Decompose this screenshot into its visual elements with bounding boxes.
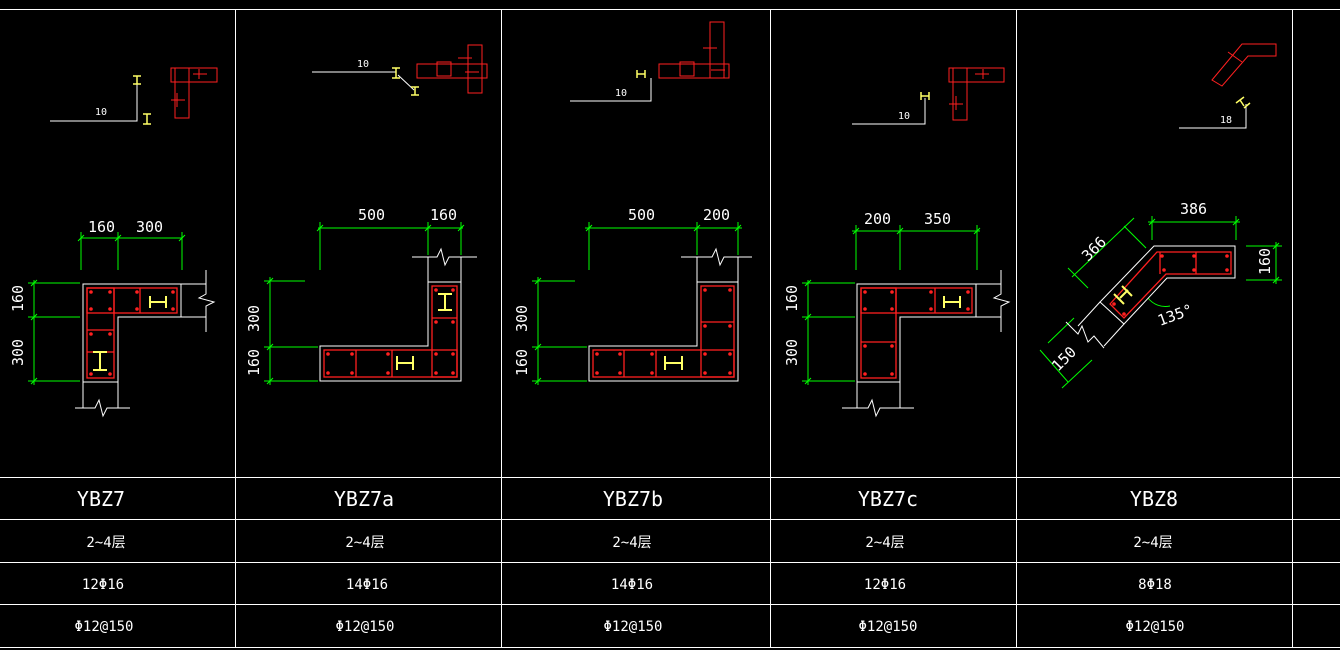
column-name-3: YBZ7b <box>603 487 663 511</box>
steel-section-icon <box>392 67 419 96</box>
wall-break-lines <box>75 270 216 418</box>
dim-top-4a: 200 <box>864 210 891 228</box>
dim-side-5: 160 <box>1256 248 1274 275</box>
dim-diag-5b: 150 <box>1048 343 1080 375</box>
detail-dim-1: 10 <box>95 107 107 118</box>
dim-top-1b: 300 <box>136 218 163 236</box>
dimension-lines <box>802 225 981 385</box>
detail-dim-5: 18 <box>1220 115 1232 126</box>
column-name-2: YBZ7a <box>334 487 394 511</box>
dim-top-3b: 200 <box>703 206 730 224</box>
dim-top-5: 386 <box>1180 200 1207 218</box>
steel-i-section-icon <box>396 293 452 370</box>
rebar-5: 8Φ18 <box>1138 577 1172 593</box>
rebar-cage <box>592 285 735 378</box>
rebar-cage <box>1109 251 1232 319</box>
dimension-lines <box>1039 216 1282 389</box>
table-grid <box>0 9 1340 648</box>
dim-side-2b: 160 <box>245 349 263 376</box>
stirrup-2: Φ12@150 <box>335 619 394 635</box>
dim-side-1b: 300 <box>9 339 27 366</box>
ybz7c-detail: 10 <box>852 67 1005 125</box>
rebar-bars <box>89 290 175 376</box>
dim-top-3a: 500 <box>628 206 655 224</box>
detail-dim-2: 10 <box>357 59 369 70</box>
detail-dim-4: 10 <box>898 111 910 122</box>
wall-break-lines <box>1065 301 1125 349</box>
rebar-2: 14Φ16 <box>346 577 388 593</box>
dim-side-4a: 160 <box>783 285 801 312</box>
rebar-bars <box>595 288 732 375</box>
steel-i-section-icon <box>1113 285 1133 305</box>
floors-3: 2~4层 <box>612 535 651 551</box>
ybz7-section: 160 300 160 300 <box>9 218 216 418</box>
rebar-1: 12Φ16 <box>82 577 124 593</box>
section-sketch <box>948 67 1005 121</box>
dim-side-2a: 300 <box>245 305 263 332</box>
section-sketch <box>416 44 488 94</box>
dim-side-4b: 300 <box>783 339 801 366</box>
dim-side-3a: 300 <box>513 305 531 332</box>
dim-top-1a: 160 <box>88 218 115 236</box>
detail-dim-3: 10 <box>615 88 627 99</box>
ybz7a-section: 500 160 300 160 <box>245 206 477 385</box>
ybz7c-section: 200 350 160 300 <box>783 210 1011 418</box>
steel-section-icon <box>920 92 930 100</box>
stirrup-3: Φ12@150 <box>603 619 662 635</box>
dim-diag-5a: 366 <box>1078 233 1110 265</box>
dim-side-3b: 160 <box>513 349 531 376</box>
section-sketch <box>1211 43 1277 87</box>
rebar-cage <box>323 285 458 378</box>
ybz7a-detail: 10 <box>312 44 488 96</box>
rebar-bars <box>1112 254 1229 316</box>
floors-4: 2~4层 <box>865 535 904 551</box>
stirrup-5: Φ12@150 <box>1125 619 1184 635</box>
rebar-bars <box>326 288 455 375</box>
steel-section-icon <box>133 75 151 125</box>
ybz8-detail: 18 <box>1179 43 1277 129</box>
floors-1: 2~4层 <box>86 535 125 551</box>
steel-i-section-icon <box>93 296 167 371</box>
ybz8-section: 386 160 366 150 135° <box>1039 200 1282 389</box>
rebar-4: 12Φ16 <box>864 577 906 593</box>
ybz7b-section: 500 200 300 160 <box>513 206 752 385</box>
steel-i-section-icon <box>664 356 683 370</box>
wall-break-lines <box>681 247 752 282</box>
steel-i-section-icon <box>943 296 961 308</box>
dim-top-4b: 350 <box>924 210 951 228</box>
dim-top-2a: 500 <box>358 206 385 224</box>
steel-section-icon <box>1235 96 1251 109</box>
rebar-3: 14Φ16 <box>611 577 653 593</box>
dim-side-1a: 160 <box>9 285 27 312</box>
stirrup-4: Φ12@150 <box>858 619 917 635</box>
dimension-lines <box>264 222 465 385</box>
section-sketch <box>658 21 730 79</box>
angle-label: 135° <box>1155 300 1195 329</box>
floors-2: 2~4层 <box>345 535 384 551</box>
wall-break-lines <box>412 247 477 282</box>
dim-top-2b: 160 <box>430 206 457 224</box>
rebar-bars <box>863 290 970 376</box>
floors-5: 2~4层 <box>1133 535 1172 551</box>
ybz7-detail: 10 <box>50 67 218 125</box>
column-name-5: YBZ8 <box>1130 487 1178 511</box>
section-sketch <box>170 67 218 119</box>
column-name-1: YBZ7 <box>77 487 125 511</box>
ybz7b-detail: 10 <box>570 21 730 102</box>
rebar-cage <box>860 287 973 379</box>
table-text: YBZ7 YBZ7a YBZ7b YBZ7c YBZ8 2~4层 2~4层 2~… <box>74 487 1184 635</box>
dimension-lines <box>532 222 742 385</box>
dimension-lines <box>28 232 186 385</box>
wall-break-lines <box>842 270 1011 418</box>
stirrup-1: Φ12@150 <box>74 619 133 635</box>
steel-section-icon <box>636 70 646 78</box>
column-name-4: YBZ7c <box>858 487 918 511</box>
